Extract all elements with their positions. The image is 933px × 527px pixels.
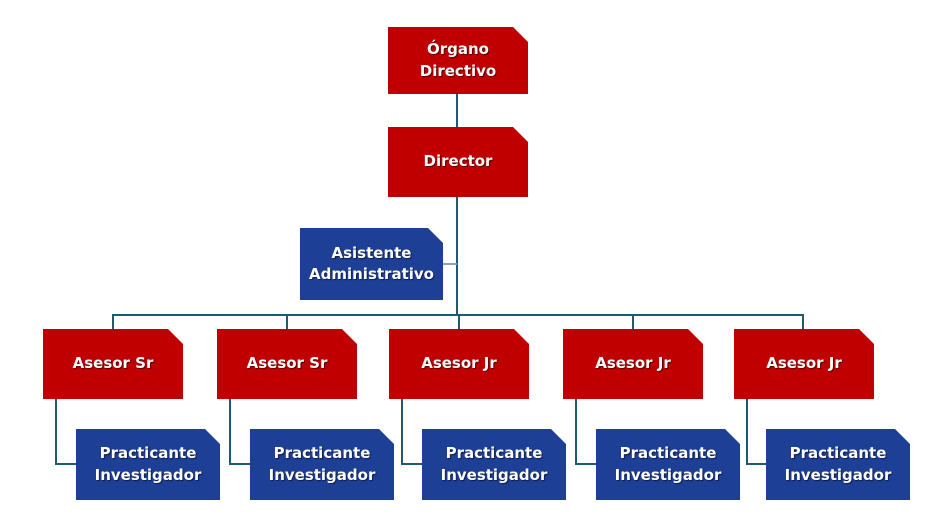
- connector-practicante-4-h: [575, 463, 597, 465]
- connector-practicante-3-h: [401, 463, 423, 465]
- connector-practicante-1-v: [55, 399, 57, 465]
- node-asesor-3[interactable]: Asesor Jr: [389, 329, 529, 399]
- node-label: Asesor Sr: [246, 354, 328, 373]
- node-label: Practicante Investigador: [614, 444, 722, 484]
- connector-practicante-1-h: [55, 463, 77, 465]
- node-label: Asistente Administrativo: [309, 243, 434, 283]
- node-label: Practicante Investigador: [784, 444, 892, 484]
- node-asesor-2[interactable]: Asesor Sr: [217, 329, 357, 399]
- connector-asistente: [443, 263, 457, 265]
- connector-practicante-5-v: [746, 399, 748, 465]
- connector-stub-asesor-5: [802, 314, 804, 330]
- connector-practicante-4-v: [575, 399, 577, 465]
- node-label: Asesor Jr: [595, 354, 671, 373]
- node-label: Asesor Sr: [72, 354, 154, 373]
- connector-stub-asesor-3: [458, 314, 460, 330]
- node-practicante-5[interactable]: Practicante Investigador: [766, 429, 910, 500]
- node-practicante-4[interactable]: Practicante Investigador: [596, 429, 740, 500]
- node-label: Asesor Jr: [421, 354, 497, 373]
- node-director[interactable]: Director: [388, 127, 528, 197]
- node-label: Asesor Jr: [766, 354, 842, 373]
- node-asesor-5[interactable]: Asesor Jr: [734, 329, 874, 399]
- node-label: Practicante Investigador: [94, 444, 202, 484]
- node-practicante-3[interactable]: Practicante Investigador: [422, 429, 566, 500]
- node-label: Practicante Investigador: [268, 444, 376, 484]
- connector-organo-director: [456, 94, 458, 128]
- connector-director-bus: [456, 197, 458, 316]
- connector-practicante-2-h: [229, 463, 251, 465]
- connector-stub-asesor-4: [632, 314, 634, 330]
- connector-practicante-5-h: [746, 463, 767, 465]
- node-organo-directivo[interactable]: Órgano Directivo: [388, 27, 528, 94]
- connector-practicante-2-v: [229, 399, 231, 465]
- node-practicante-2[interactable]: Practicante Investigador: [250, 429, 394, 500]
- node-asesor-4[interactable]: Asesor Jr: [563, 329, 703, 399]
- node-label: Director: [423, 152, 493, 171]
- connector-practicante-3-v: [401, 399, 403, 465]
- connector-stub-asesor-2: [286, 314, 288, 330]
- node-asesor-1[interactable]: Asesor Sr: [43, 329, 183, 399]
- node-asistente-administrativo[interactable]: Asistente Administrativo: [300, 228, 443, 300]
- node-label: Practicante Investigador: [440, 444, 548, 484]
- connector-stub-asesor-1: [112, 314, 114, 330]
- node-label: Órgano Directivo: [419, 40, 497, 80]
- node-practicante-1[interactable]: Practicante Investigador: [76, 429, 220, 500]
